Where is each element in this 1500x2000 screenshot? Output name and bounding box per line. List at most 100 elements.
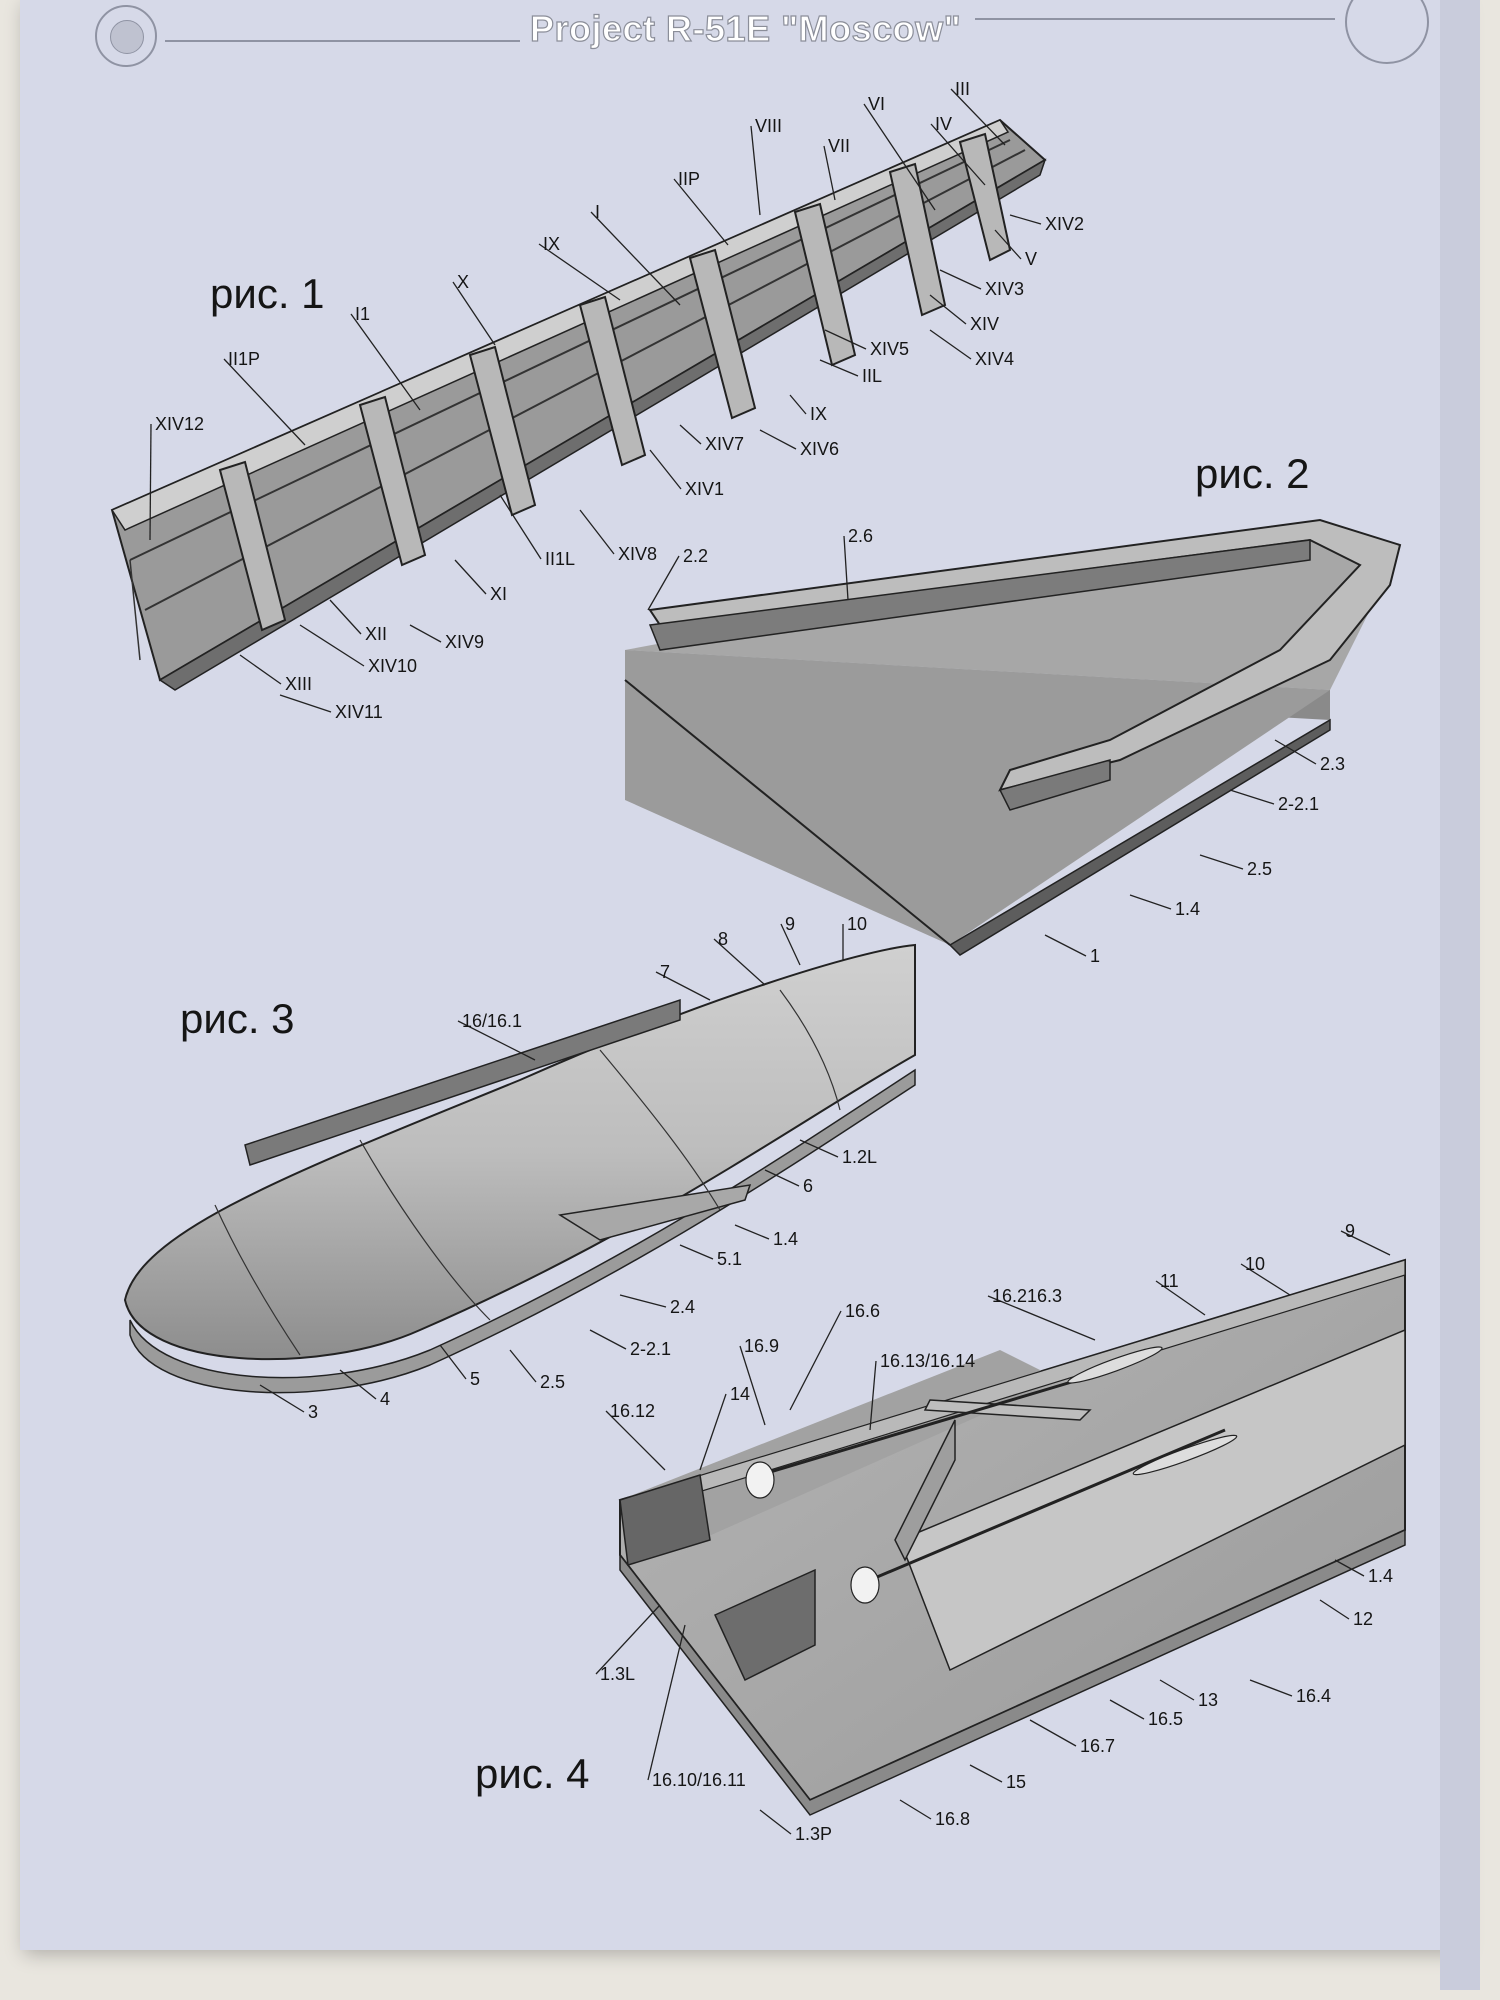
fig4-leader-line: [1155, 1280, 1206, 1316]
fig1-leader-line: [452, 281, 496, 346]
fig1-part-label: XIV10: [368, 656, 417, 676]
fig1-part-label: IX: [810, 404, 827, 424]
fig1-part-label: XIV6: [800, 439, 839, 459]
figure-2-drawing: [624, 518, 1402, 956]
fig4-leader-line: [1109, 1699, 1145, 1720]
fig1-leader-line: [329, 599, 362, 635]
fig4-part-label: 16.13/16.14: [880, 1351, 975, 1371]
figure-3-drawing: [123, 943, 916, 1394]
fig4-leader-line: [605, 1410, 666, 1471]
fig3-part-label: 2-2.1: [630, 1339, 671, 1359]
fig2-leader-line: [1129, 894, 1172, 910]
figure-1-title: рис. 1: [210, 270, 325, 317]
fig1-part-label: III: [955, 79, 970, 99]
fig4-leader-line: [739, 1345, 766, 1426]
fig1-leader-line: [673, 178, 729, 246]
fig4-part-label: 16.4: [1296, 1686, 1331, 1706]
book-spine: [1440, 0, 1480, 1990]
fig4-part-label: 13: [1198, 1690, 1218, 1710]
fig4-part-label: 1.4: [1368, 1566, 1393, 1586]
fig4-part-label: 16.5: [1148, 1709, 1183, 1729]
fig4-leader-line: [699, 1393, 727, 1471]
figure-1-drawing: [110, 118, 1047, 691]
fig1-part-label: XIV8: [618, 544, 657, 564]
fig3-leader-line: [655, 971, 711, 1001]
fig1-part-label: XIII: [285, 674, 312, 694]
fig3-leader-line: [339, 1369, 377, 1400]
fig1-part-label: VI: [868, 94, 885, 114]
fig4-leader-line: [987, 1295, 1096, 1341]
fig1-leader-line: [679, 424, 702, 445]
fig1-part-label: IIL: [862, 366, 882, 386]
fig1-part-label: XIV2: [1045, 214, 1084, 234]
fig3-part-label: 4: [380, 1389, 390, 1409]
page-number-badge: [95, 5, 157, 67]
figure-2-title: рис. 2: [1195, 450, 1310, 497]
fig4-leader-line: [759, 1809, 792, 1835]
fig4-leader-line: [1334, 1559, 1365, 1577]
fig4-part-label: 1.3L: [600, 1664, 635, 1684]
fig4-leader-line: [1319, 1599, 1350, 1620]
fig4-part-label: 11: [1160, 1271, 1179, 1291]
fig2-leader-line: [1199, 854, 1244, 870]
fig1-part-label: XI: [490, 584, 507, 604]
fig1-part-label: XIV7: [705, 434, 744, 454]
fig1-part-label: I: [595, 202, 600, 222]
fig4-leader-line: [1029, 1719, 1077, 1747]
fig1-leader-line: [454, 559, 487, 595]
fig4-part-label: 16.6: [845, 1301, 880, 1321]
fig1-part-label: XIV11: [335, 702, 383, 722]
fig3-part-label: 7: [660, 962, 670, 982]
fig4-leader-line: [1249, 1679, 1293, 1697]
fig2-part-label: 2.3: [1320, 754, 1345, 774]
fig3-leader-line: [679, 1244, 714, 1260]
fig1-leader-line: [649, 449, 682, 490]
fig1-leader-line: [759, 429, 797, 450]
fig4-leader-line: [969, 1764, 1003, 1783]
fig1-leader-line: [950, 88, 1006, 146]
figure-4-drawing: [618, 1258, 1406, 1816]
fig1-part-label: V: [1025, 249, 1037, 269]
fig3-part-label: 10: [847, 914, 867, 934]
fig4-part-label: 14: [730, 1384, 750, 1404]
fig1-part-label: X: [457, 272, 469, 292]
fig3-leader-line: [619, 1294, 667, 1308]
fig4-part-label: 16.7: [1080, 1736, 1115, 1756]
fig3-part-label: 2.5: [540, 1372, 565, 1392]
fig1-part-label: II1L: [545, 549, 575, 569]
fig1-part-label: I1: [355, 304, 370, 324]
fig2-part-label: 2.5: [1247, 859, 1272, 879]
fig1-leader-line: [750, 125, 761, 216]
fig1-part-label: XIV12: [155, 414, 204, 434]
fig2-leader-line: [1274, 739, 1317, 765]
fig1-leader-line: [579, 509, 615, 555]
fig3-leader-line: [259, 1384, 305, 1413]
fig1-leader-line: [149, 423, 152, 541]
fig3-leader-line: [780, 923, 801, 966]
fig4-part-label: 16.10/16.11: [652, 1770, 746, 1790]
fig4-leader-line: [595, 1604, 661, 1675]
fig1-part-label: VIII: [755, 116, 782, 136]
fig2-part-label: 1: [1090, 946, 1100, 966]
fig3-part-label: 3: [308, 1402, 318, 1422]
fig3-part-label: 8: [718, 929, 728, 949]
fig1-leader-line: [939, 269, 982, 290]
fig1-leader-line: [350, 313, 421, 411]
fig3-leader-line: [799, 1139, 839, 1158]
fig4-leader-line: [1240, 1263, 1291, 1296]
fig1-leader-line: [279, 694, 332, 713]
fig3-part-label: 2.4: [670, 1297, 695, 1317]
fig1-part-label: XIV4: [975, 349, 1014, 369]
fig1-part-label: IV: [935, 114, 952, 134]
fig1-part-label: IX: [543, 234, 560, 254]
fig1-part-label: XIV1: [685, 479, 724, 499]
page-number-emblem-icon: [110, 20, 144, 54]
fig4-leader-line: [789, 1310, 842, 1411]
fig2-leader-line: [843, 535, 849, 601]
page-title: Project R-51E "Moscow": [529, 7, 962, 49]
fig4-part-label: 16.8: [935, 1809, 970, 1829]
fig1-leader-line: [994, 229, 1022, 260]
header-rule-right: [975, 18, 1335, 20]
fig4-part-label: 10: [1245, 1254, 1265, 1274]
